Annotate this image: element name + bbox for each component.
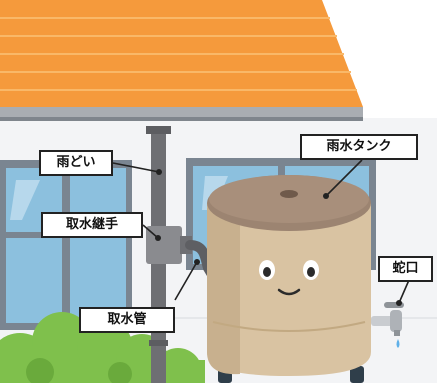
rain-tank bbox=[207, 175, 371, 383]
left-window bbox=[0, 160, 132, 330]
label-intake-pipe: 取水管 bbox=[79, 307, 175, 333]
label-gutter: 雨どい bbox=[39, 150, 113, 176]
water-drop-icon bbox=[396, 339, 400, 348]
label-faucet: 蛇口 bbox=[378, 256, 433, 282]
roof-tile-lines bbox=[0, 17, 357, 91]
label-intake-joint: 取水継手 bbox=[41, 212, 143, 238]
faucet-icon bbox=[371, 302, 404, 336]
label-rain-tank: 雨水タンク bbox=[300, 134, 418, 160]
eave-gutter bbox=[0, 107, 363, 117]
